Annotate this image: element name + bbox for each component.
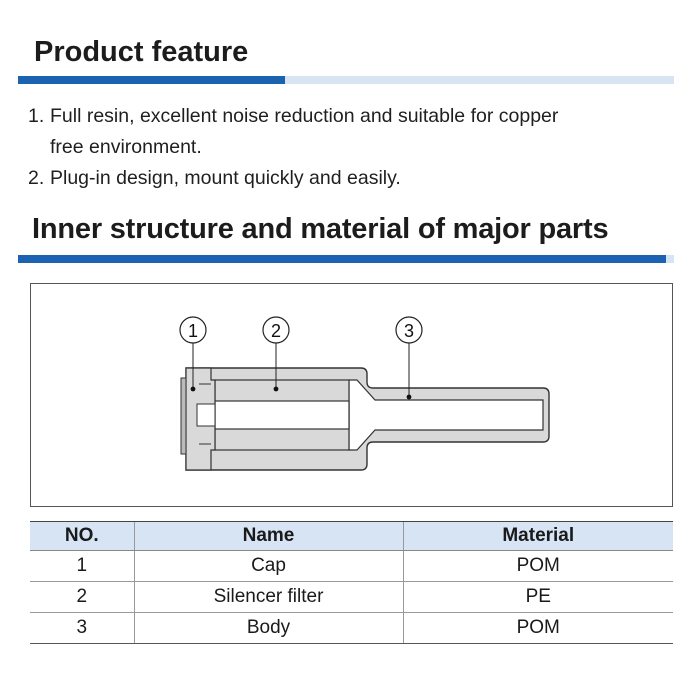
table-row: 1 Cap POM — [30, 550, 673, 582]
feature-number: 1. — [28, 105, 45, 127]
inner-structure-title: Inner structure and material of major pa… — [32, 213, 609, 245]
title-underline-bar — [18, 255, 674, 263]
underline-accent — [18, 255, 666, 263]
cell-material: POM — [402, 612, 673, 644]
callout-label-3: 3 — [404, 321, 414, 341]
body-bore — [348, 379, 544, 451]
cell-no: 3 — [30, 612, 134, 644]
cell-no: 1 — [30, 550, 134, 582]
cell-name: Body — [133, 612, 403, 644]
leader-dot — [406, 394, 412, 400]
table-row: 3 Body POM — [30, 612, 673, 644]
callout-circle — [262, 316, 290, 344]
header-material: Material — [402, 521, 673, 551]
cell-name: Cap — [133, 550, 403, 582]
parts-material-table: NO. Name Material 1 Cap POM 2 Silencer f… — [30, 521, 673, 644]
leader-dot — [190, 386, 196, 392]
cell-no: 2 — [30, 581, 134, 613]
callout-circle — [179, 316, 207, 344]
cell-material: PE — [402, 581, 673, 613]
feature-list: 1.Full resin, excellent noise reduction … — [28, 101, 558, 194]
silencer-cross-section: 1 2 3 — [179, 316, 550, 471]
title-underline-bar — [18, 76, 674, 84]
filter-inner-channel — [214, 400, 350, 430]
callout-label-2: 2 — [271, 321, 281, 341]
callout-label-1: 1 — [188, 321, 198, 341]
feature-item: 2.Plug-in design, mount quickly and easi… — [28, 163, 558, 194]
cell-name: Silencer filter — [133, 581, 403, 613]
underline-light — [285, 76, 674, 84]
header-no: NO. — [30, 521, 134, 551]
structure-diagram: 1 2 3 — [30, 283, 673, 507]
cap-slot — [196, 403, 216, 427]
table-header-row: NO. Name Material — [30, 521, 673, 551]
leader-dot — [273, 386, 279, 392]
cap-plate — [180, 377, 187, 455]
table-row: 2 Silencer filter PE — [30, 581, 673, 613]
underline-accent — [18, 76, 285, 84]
header-name: Name — [133, 521, 403, 551]
feature-text-continued: free environment. — [50, 136, 202, 158]
callout-circle — [395, 316, 423, 344]
feature-text: Plug-in design, mount quickly and easily… — [50, 167, 401, 189]
underline-light — [666, 255, 674, 263]
cell-material: POM — [402, 550, 673, 582]
product-feature-title: Product feature — [34, 36, 249, 68]
feature-text: Full resin, excellent noise reduction an… — [50, 105, 559, 127]
feature-item: 1.Full resin, excellent noise reduction … — [28, 101, 558, 163]
feature-number: 2. — [28, 167, 45, 189]
